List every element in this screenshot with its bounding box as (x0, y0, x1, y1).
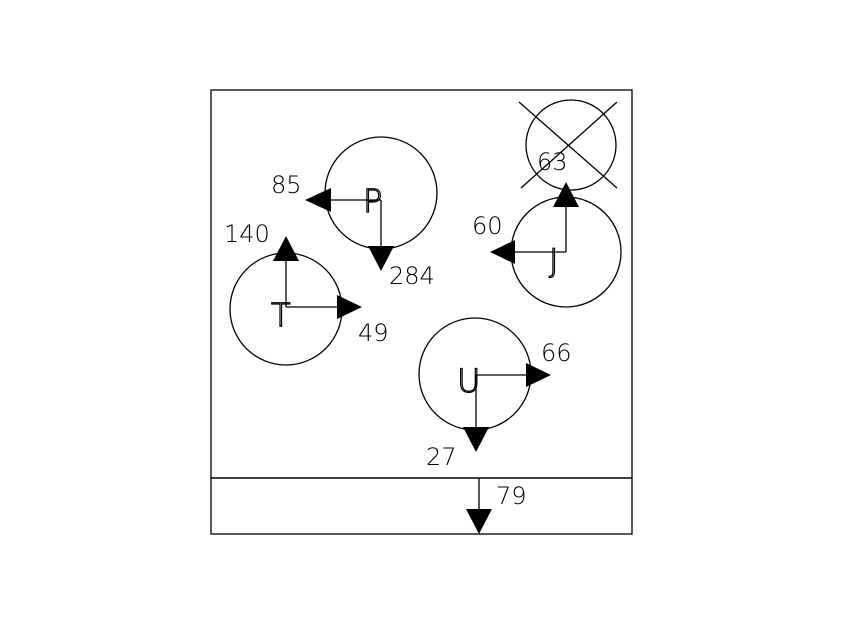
circle-x-label: 63 (537, 148, 568, 176)
circle-x-cross-b (520, 101, 618, 189)
circle-p-vertical-label: 284 (389, 262, 435, 290)
circle-u-letter: U (457, 362, 480, 400)
circle-j-letter: J (549, 242, 558, 280)
circle-p-letter: P (363, 182, 382, 220)
circle-t-vertical-arrowhead (273, 236, 299, 261)
circle-j-horizontal-arrowhead (490, 240, 515, 264)
circle-j-horizontal-label: 60 (472, 212, 503, 240)
circle-u: U 66 27 (418, 317, 572, 471)
circle-p-vertical-arrowhead (368, 246, 394, 271)
circle-u-horizontal-label: 66 (541, 339, 572, 367)
base-load: 79 (466, 478, 527, 534)
circle-t-horizontal-label: 49 (358, 319, 389, 347)
base-load-arrowhead (466, 509, 492, 534)
circle-u-vertical-arrowhead (463, 427, 489, 452)
circle-t-horizontal-arrowhead (337, 295, 362, 319)
circle-x: 63 (518, 99, 618, 191)
circle-p-horizontal-label: 85 (271, 171, 302, 199)
circle-u-vertical-label: 27 (426, 443, 457, 471)
circle-j: J 60 (472, 182, 622, 308)
circle-t-vertical-label: 140 (224, 220, 270, 248)
circle-p: P 85 284 (271, 136, 438, 290)
base-strip (210, 477, 633, 535)
circle-x-outline (525, 99, 617, 191)
circle-t-letter: T (271, 296, 291, 334)
circle-t: T 140 49 (224, 220, 389, 366)
circle-u-horizontal-arrowhead (526, 363, 551, 387)
circle-j-vertical-arrowhead (553, 182, 579, 207)
base-load-label: 79 (496, 482, 527, 510)
circle-x-cross-a (518, 101, 618, 189)
circle-p-horizontal-arrowhead (305, 188, 331, 212)
